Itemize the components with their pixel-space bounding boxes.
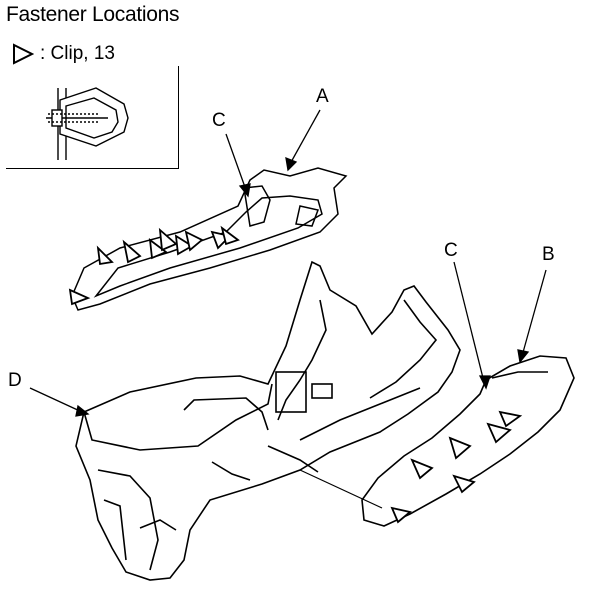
arrow-head [478, 375, 491, 390]
clip-marker [68, 288, 91, 306]
side-panel-part [361, 355, 575, 527]
legend: : Clip, 13 [12, 43, 115, 65]
clip-detail-drawing [46, 87, 129, 160]
clip-marker [96, 245, 114, 266]
clip-marker [122, 239, 142, 264]
clip-marker [390, 506, 412, 524]
callout-c-upper: C [212, 110, 226, 131]
clip-detail-inset [6, 66, 179, 169]
clip-marker [498, 410, 523, 428]
clip-marker [148, 238, 168, 260]
clip-marker [174, 234, 194, 256]
clip-marker [410, 458, 434, 480]
page-title: Fastener Locations [6, 3, 180, 26]
legend-text: : Clip, 13 [40, 43, 115, 64]
console-body [75, 260, 461, 581]
clip-marker [448, 436, 472, 460]
clip-markers [68, 225, 523, 524]
clip-marker [158, 227, 178, 252]
arrow-head [238, 183, 251, 198]
arrow-head [75, 404, 90, 417]
leader-arrows [29, 109, 547, 417]
arrow-head [285, 156, 298, 172]
guide-lines [299, 469, 383, 509]
callout-b: B [542, 244, 555, 265]
callout-a: A [316, 86, 329, 107]
clip-marker [184, 230, 204, 252]
clip-marker [452, 474, 476, 494]
outline-triangle-icon [13, 43, 34, 65]
clip-marker [486, 422, 512, 444]
clip-marker [220, 225, 240, 246]
callout-d: D [8, 370, 22, 391]
arrow-head [517, 349, 530, 364]
callout-c-lower: C [444, 240, 458, 261]
